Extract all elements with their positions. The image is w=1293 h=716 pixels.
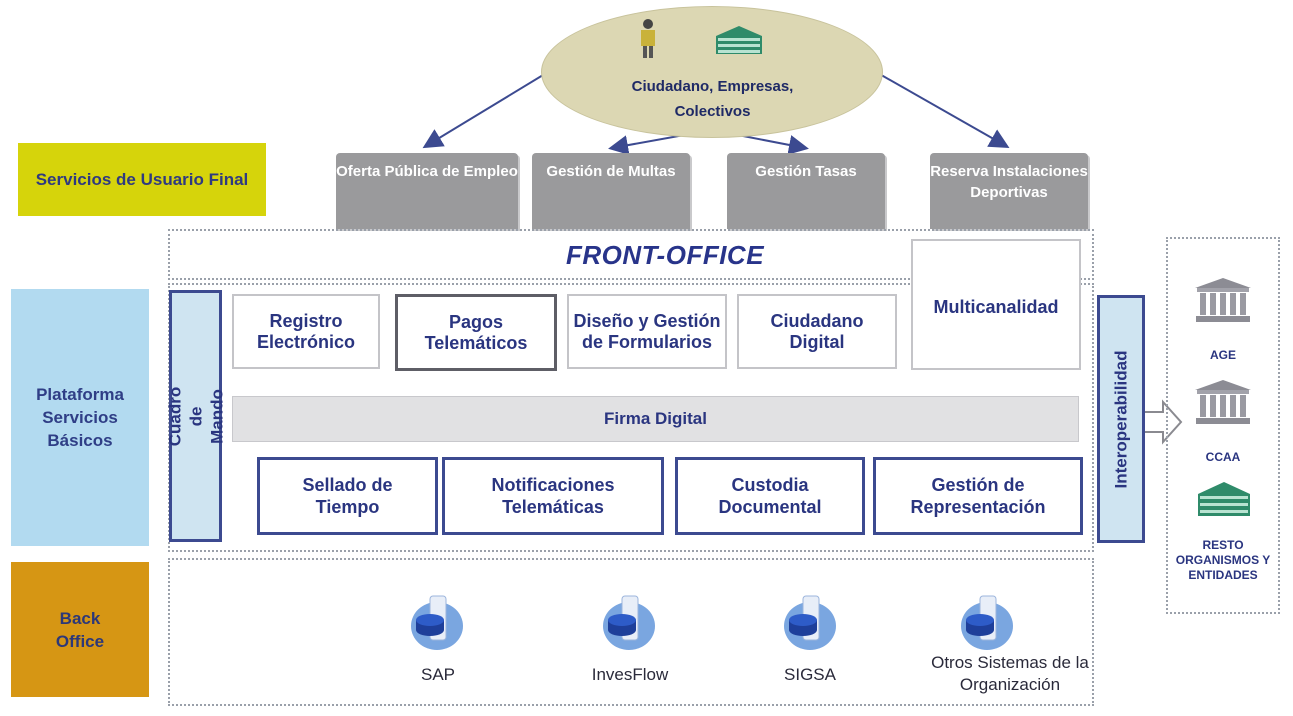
firma-digital-bar: Firma Digital bbox=[232, 396, 1079, 442]
actor-ellipse bbox=[541, 6, 883, 138]
otros-sistemas-label: Otros Sistemas de la Organización bbox=[931, 653, 1089, 694]
building-icon bbox=[716, 26, 762, 54]
arrow-to-oferta bbox=[422, 71, 549, 149]
service-gestion-multas[interactable]: Gestión de Multas bbox=[532, 153, 690, 229]
registro-electronico-box: Registro Electrónico bbox=[232, 294, 380, 369]
interoperabilidad-bar: Interoperabilidad bbox=[1097, 295, 1145, 543]
service-oferta-publica[interactable]: Oferta Pública de Empleo bbox=[336, 153, 518, 229]
invesflow-server-icon bbox=[603, 595, 655, 650]
front-office-region bbox=[168, 229, 1094, 280]
invesflow-label: InvesFlow bbox=[591, 665, 669, 684]
resto-office-building-icon bbox=[1198, 482, 1250, 516]
custodia-documental-box: Custodia Documental bbox=[675, 457, 865, 535]
sap-server-icon bbox=[411, 595, 463, 650]
cuadro-de-mando-bar: Cuadro de Mando bbox=[165, 290, 226, 542]
gestion-representacion-box: Gestión de Representación bbox=[873, 457, 1083, 535]
back-office-region bbox=[168, 558, 1094, 706]
diseno-formularios-box: Diseño y Gestión de Formularios bbox=[567, 294, 727, 369]
sellado-tiempo-box: Sellado de Tiempo bbox=[257, 457, 438, 535]
multicanalidad-label: Multicanalidad bbox=[933, 297, 1059, 317]
ciudadano-digital-box: Ciudadano Digital bbox=[737, 294, 897, 369]
pagos-telematicos-box: Pagos Telemáticos bbox=[395, 294, 557, 371]
notificaciones-telematicas-box: Notificaciones Telemáticas bbox=[442, 457, 664, 535]
arrow-to-reserva bbox=[875, 71, 1010, 148]
service-gestion-tasas[interactable]: Gestión Tasas bbox=[727, 153, 885, 229]
ccaa-government-building-icon bbox=[1195, 380, 1251, 424]
sigsa-label: SIGSA bbox=[784, 665, 836, 684]
age-government-building-icon bbox=[1195, 278, 1251, 322]
band-back-office: Back Office bbox=[11, 562, 149, 697]
external-orgs-region bbox=[1166, 237, 1280, 614]
sigsa-server-icon bbox=[784, 595, 836, 650]
sap-label: SAP bbox=[420, 665, 456, 684]
band-usuario-final: Servicios de Usuario Final bbox=[18, 143, 266, 216]
multicanalidad-box: Multicanalidad bbox=[911, 239, 1081, 370]
actor-label: Ciudadano, Empresas, Colectivos bbox=[631, 78, 794, 120]
interoperability-arrow bbox=[1142, 399, 1183, 445]
interoperabilidad-label: Interoperabilidad bbox=[1111, 350, 1131, 488]
ccaa-label: CCAA bbox=[1205, 450, 1241, 464]
front-office-label: FRONT-OFFICE bbox=[565, 239, 765, 270]
otros-sistemas-server-icon bbox=[961, 595, 1013, 650]
service-reserva-instalaciones[interactable]: Reserva Instalaciones Deportivas bbox=[930, 153, 1088, 229]
person-icon bbox=[641, 19, 655, 58]
band-plataforma: Plataforma Servicios Básicos bbox=[11, 289, 149, 546]
cuadro-de-mando-label: Cuadro de Mando bbox=[165, 386, 226, 446]
resto-organismos-label: RESTO ORGANISMOS Y ENTIDADES bbox=[1175, 538, 1271, 582]
age-label: AGE bbox=[1209, 348, 1236, 362]
